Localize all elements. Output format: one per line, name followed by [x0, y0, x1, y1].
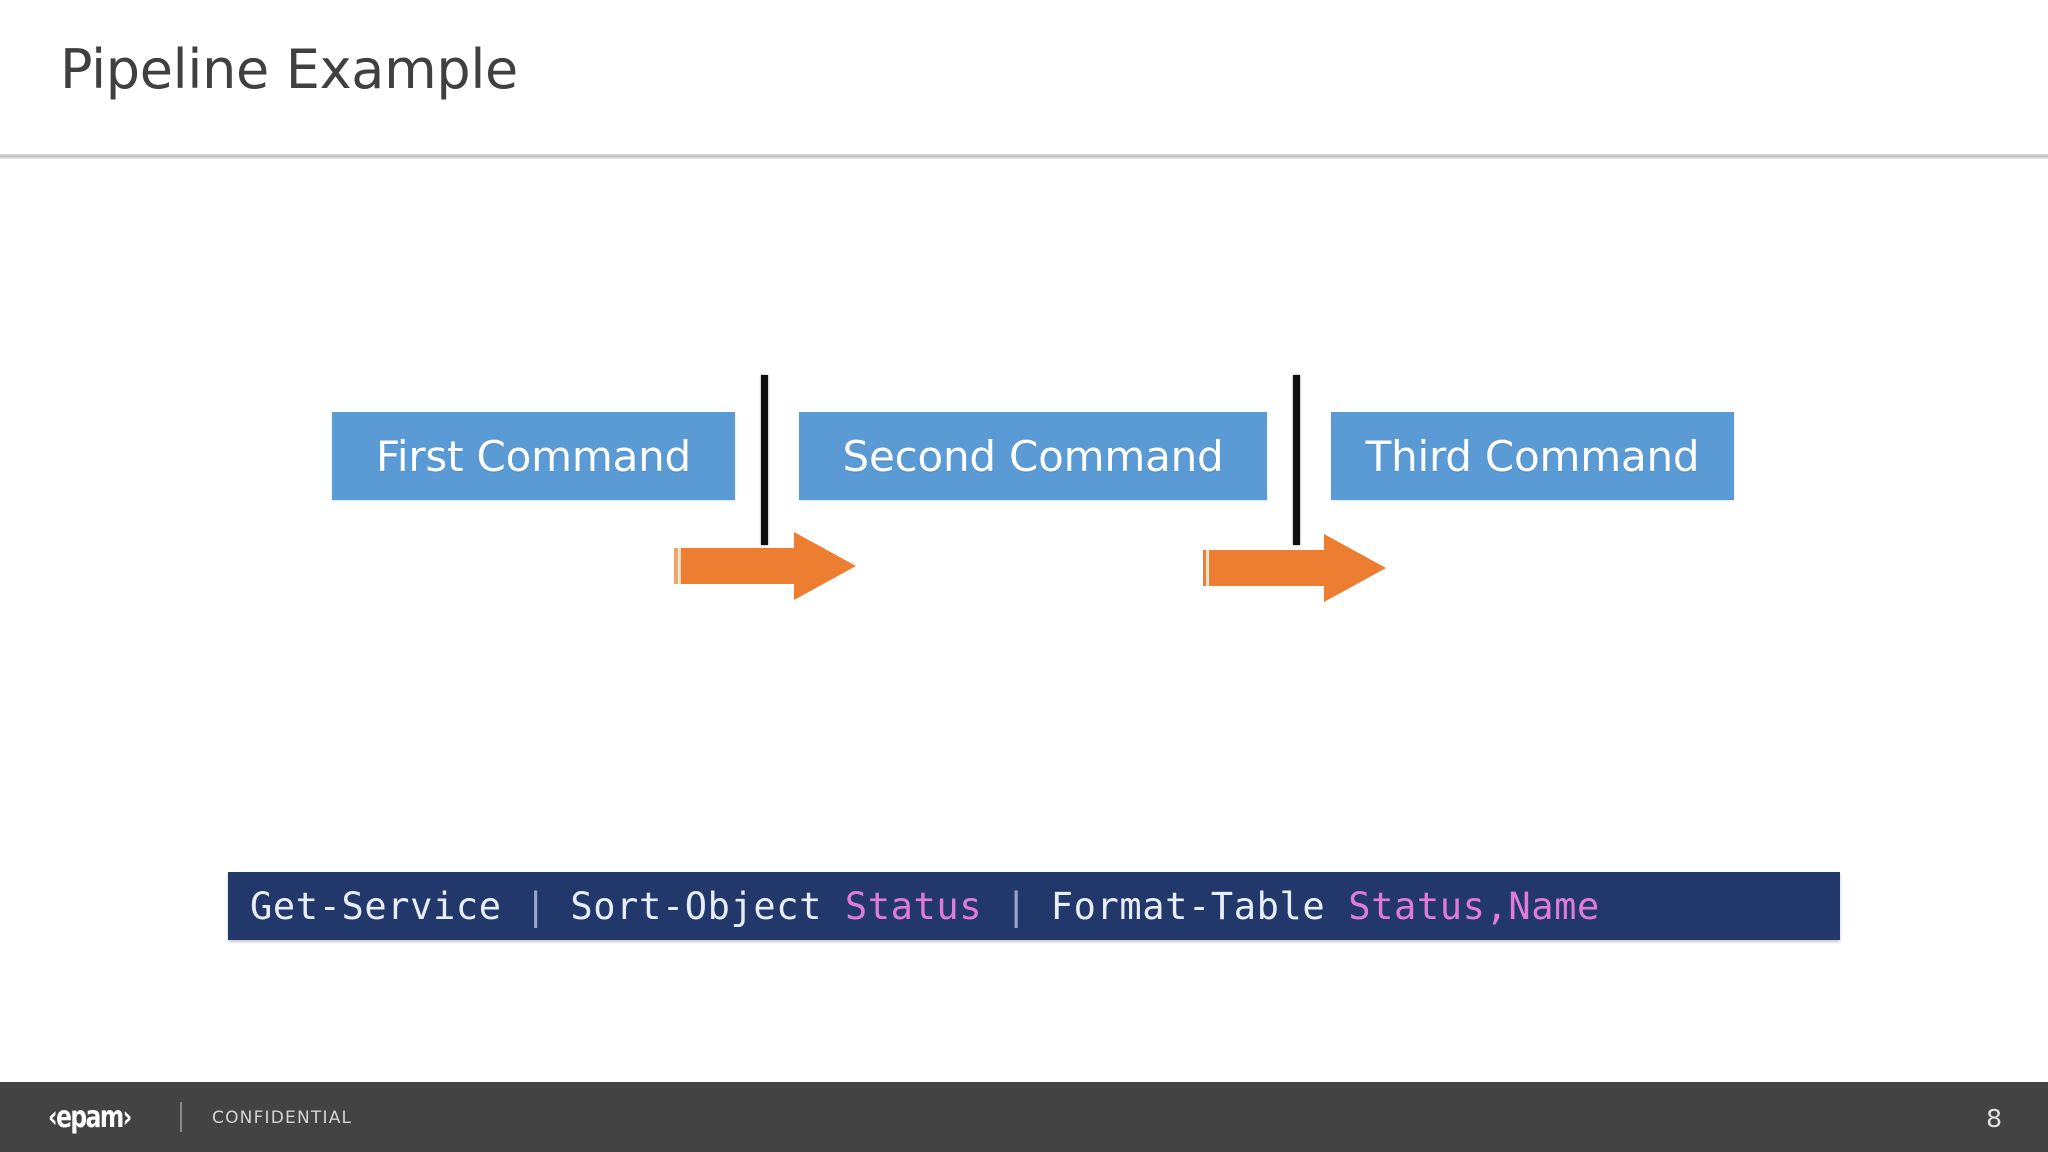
code-token-pipe: | [524, 884, 548, 928]
command-box-label: Third Command [1365, 431, 1700, 481]
header-divider-rule [0, 154, 2048, 159]
command-box-first[interactable]: First Command [332, 412, 735, 500]
confidential-label: CONFIDENTIAL [212, 1108, 353, 1128]
code-token-space [982, 885, 1005, 928]
code-command-text: Get-Service | Sort-Object Status | Forma… [228, 888, 1600, 925]
slide-header: Pipeline Example [0, 0, 2048, 156]
command-box-third[interactable]: Third Command [1331, 412, 1734, 500]
page-number: 8 [1986, 1104, 2002, 1133]
code-token-command: Get-Service [250, 884, 502, 928]
code-token-space [502, 885, 525, 928]
pipe-separator-icon [1293, 375, 1300, 545]
code-token-command: Sort-Object [570, 884, 822, 928]
code-token-pipe: | [1005, 884, 1028, 928]
code-token-space [822, 885, 845, 928]
command-box-label: First Command [375, 431, 691, 481]
code-token-space [547, 885, 570, 928]
slide-footer: ‹epam› CONFIDENTIAL 8 [0, 1082, 2048, 1152]
command-box-second[interactable]: Second Command [799, 412, 1267, 500]
pipeline-diagram: First Command Second Command Third Comma… [0, 156, 2048, 1082]
code-token-space [1325, 885, 1348, 928]
code-token-parameter: Status,Name [1348, 884, 1600, 928]
code-command-bar[interactable]: Get-Service | Sort-Object Status | Forma… [228, 872, 1840, 940]
flow-arrow-right-icon [1202, 532, 1388, 604]
page-title: Pipeline Example [60, 38, 518, 101]
code-token-parameter: Status [844, 884, 983, 928]
flow-arrow-right-icon [672, 530, 858, 602]
pipe-separator-icon [761, 375, 768, 545]
code-token-command: Format-Table [1050, 884, 1326, 928]
footer-divider [180, 1102, 182, 1132]
command-box-label: Second Command [842, 431, 1224, 481]
epam-logo: ‹epam› [48, 1100, 132, 1135]
code-token-space [1028, 885, 1051, 928]
